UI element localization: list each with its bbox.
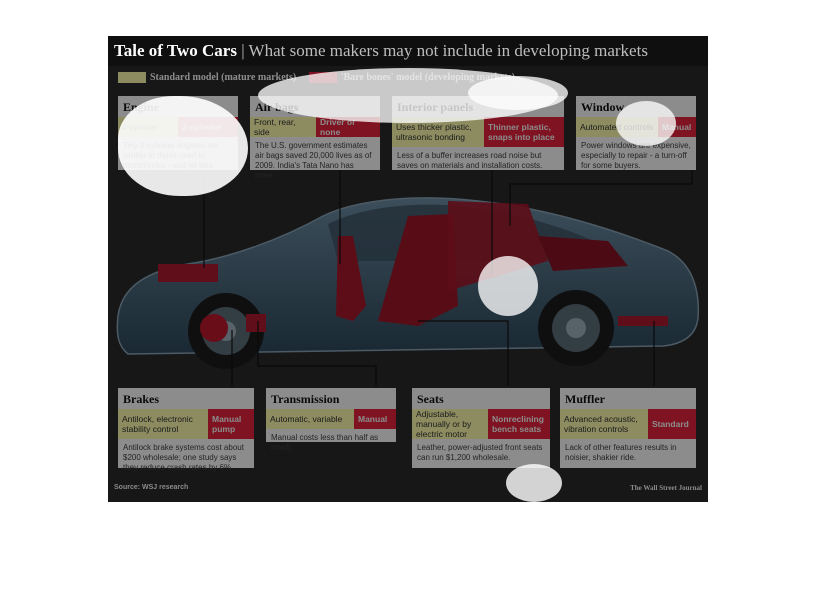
source-note: Source: WSJ research [114, 484, 189, 491]
engine-part [158, 264, 218, 282]
card-transmission-title: Transmission [271, 392, 340, 406]
brakes-standard: Antilock, electronic stability control [118, 409, 208, 439]
interior-standard: Uses thicker plastic, ultrasonic bonding [392, 117, 484, 147]
infographic: Tale of Two Cars | What some makers may … [108, 36, 708, 502]
window-standard: Automated controls [576, 117, 658, 137]
interior-bare: Thinner plastic, snaps into place [484, 117, 564, 147]
card-engine-title: Engine [123, 100, 160, 114]
engine-bare: 2-cylinder [178, 117, 238, 137]
page-title: Tale of Two Cars | What some makers may … [114, 41, 648, 61]
transmission-standard: Automatic, variable [266, 409, 354, 429]
title-bar: Tale of Two Cars | What some makers may … [108, 36, 708, 66]
muffler-bare: Standard [648, 409, 696, 439]
airbags-bare: Driver or none [316, 117, 380, 137]
card-muffler: Muffler Advanced acoustic, vibration con… [560, 388, 696, 468]
muffler-desc: Lack of other features results in noisie… [565, 443, 677, 462]
transmission-bare: Manual [354, 409, 396, 429]
brakes-desc: Antilock brake systems cost about $200 w… [123, 443, 244, 472]
seats-desc: Leather, power-adjusted front seats can … [417, 443, 543, 462]
airbags-standard: Front, rear, side [250, 117, 316, 137]
rear-wheel [538, 290, 614, 366]
card-seats: Seats Adjustable, manually or by electri… [412, 388, 550, 468]
card-brakes-title: Brakes [123, 392, 159, 406]
brake-part [200, 314, 228, 342]
engine-desc: Tiny 2-cylinder engines are similar to t… [123, 141, 219, 170]
title-bold: Tale of Two Cars [114, 41, 237, 60]
legend-standard-swatch [118, 72, 146, 84]
card-muffler-title: Muffler [565, 392, 605, 406]
legend-standard-label: Standard model (mature markets) [150, 72, 297, 83]
interior-desc: Less of a buffer increases road noise bu… [397, 151, 543, 170]
seats-bare: Nonreclining bench seats [488, 409, 550, 439]
transmission-desc: Manual costs less than half as much. [271, 433, 379, 452]
card-window-title: Window [581, 100, 625, 114]
legend-standard: Standard model (mature markets) [118, 72, 297, 84]
card-interior-title: Interior panels [397, 100, 474, 114]
window-bare: Manual [658, 117, 696, 137]
engine-standard: 4-cylinder [118, 117, 178, 137]
muffler-part [618, 316, 668, 326]
airbags-desc: The U.S. government estimates air bags s… [255, 141, 372, 180]
card-brakes: Brakes Antilock, electronic stability co… [118, 388, 254, 472]
seats-standard: Adjustable, manually or by electric moto… [412, 409, 488, 439]
airbag-steering-part [336, 236, 366, 321]
muffler-standard: Advanced acoustic, vibration controls [560, 409, 648, 439]
window-desc: Power windows are expensive, especially … [581, 141, 691, 170]
title-rest: | What some makers may not include in de… [236, 41, 648, 60]
window-part [538, 236, 628, 271]
seat-part [378, 214, 458, 326]
card-airbags-title: Air bags [255, 100, 299, 114]
brakes-bare: Manual pump [208, 409, 254, 439]
credit: The Wall Street Journal [630, 484, 702, 492]
leader-lines [203, 170, 693, 386]
transmission-part [246, 314, 266, 332]
card-seats-title: Seats [417, 392, 444, 406]
card-interior: Interior panels Uses thicker plastic, ul… [392, 96, 564, 170]
